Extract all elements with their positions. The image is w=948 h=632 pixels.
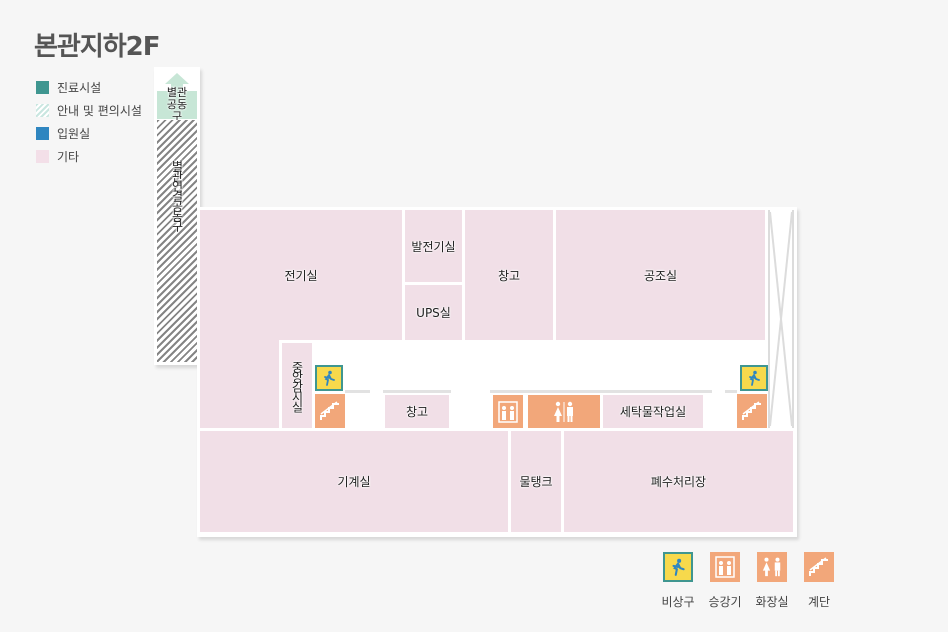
legend-swatch-pink: [36, 150, 49, 163]
restroom-icon: [757, 552, 787, 582]
annex-corridor[interactable]: [157, 120, 197, 362]
wall-ledge: [383, 390, 451, 393]
color-legend: 진료시설 안내 및 편의시설 입원실 기타: [36, 76, 142, 168]
stairs-icon: [804, 552, 834, 582]
wall-ledge: [490, 390, 712, 393]
stairs-right: [737, 394, 767, 428]
stairs-icon: [742, 401, 761, 420]
elevator: [493, 395, 523, 428]
running-person-icon: [749, 370, 760, 386]
legend-item-other: 기타: [36, 145, 142, 168]
legend-label: 진료시설: [57, 81, 102, 95]
storage-top[interactable]: 창고: [465, 210, 553, 340]
stairs-left: [315, 394, 345, 428]
icon-legend-stairs: 계단: [804, 552, 834, 609]
laundry-room[interactable]: 세탁물작업실: [603, 395, 703, 428]
elevator-icon: [710, 552, 740, 582]
electric-room-lower: [200, 340, 279, 428]
wastewater-plant[interactable]: 폐수처리장: [564, 431, 793, 532]
legend-label: 입원실: [57, 127, 91, 141]
emergency-exit-left: [315, 365, 343, 391]
elevator-icon: [498, 400, 518, 423]
storage-mid[interactable]: 창고: [385, 395, 449, 428]
restroom: [528, 395, 600, 428]
annex-passage-label: 별관 공동구: [166, 86, 188, 123]
legend-item-ward: 입원실: [36, 122, 142, 145]
stairs-icon: [320, 401, 339, 420]
electric-room[interactable]: 전기실: [200, 210, 402, 340]
ups-room[interactable]: UPS실: [405, 285, 462, 340]
legend-swatch-blue: [36, 127, 49, 140]
wall-ledge: [345, 390, 370, 393]
page-title: 본관지하2F: [34, 32, 161, 62]
water-tank[interactable]: 물탱크: [511, 431, 561, 532]
icon-legend-emergency-exit: 비상구: [661, 552, 695, 609]
icon-legend-label: 화장실: [755, 595, 789, 609]
generator-room[interactable]: 발전기실: [405, 210, 462, 282]
restroom-icon: [554, 401, 573, 422]
up-arrow-icon: [165, 73, 189, 91]
legend-label: 안내 및 편의시설: [57, 104, 142, 118]
emergency-exit-right: [740, 365, 768, 391]
legend-item-info: 안내 및 편의시설: [36, 99, 142, 122]
air-room[interactable]: 공조실: [556, 210, 765, 340]
legend-label: 기타: [57, 150, 80, 164]
wall-ledge: [725, 390, 737, 393]
legend-item-medical: 진료시설: [36, 76, 142, 99]
icon-legend-label: 승강기: [708, 595, 742, 609]
legend-swatch-hatch: [36, 104, 49, 117]
icon-legend-label: 비상구: [661, 595, 695, 609]
annex-passage[interactable]: 별관 공동구: [157, 87, 197, 123]
icon-legend-label: 계단: [807, 595, 831, 609]
central-monitor-room[interactable]: 중앙감시실: [282, 343, 312, 428]
icon-legend-elevator: 승강기: [708, 552, 742, 609]
shaft-void: [768, 210, 794, 428]
annex-corridor-label: 별관연결공동구: [170, 160, 184, 230]
running-person-icon: [324, 370, 335, 386]
machine-room[interactable]: 기계실: [200, 431, 508, 532]
icon-legend-restroom: 화장실: [755, 552, 789, 609]
legend-swatch-teal: [36, 81, 49, 94]
emergency-exit-icon: [663, 552, 693, 582]
